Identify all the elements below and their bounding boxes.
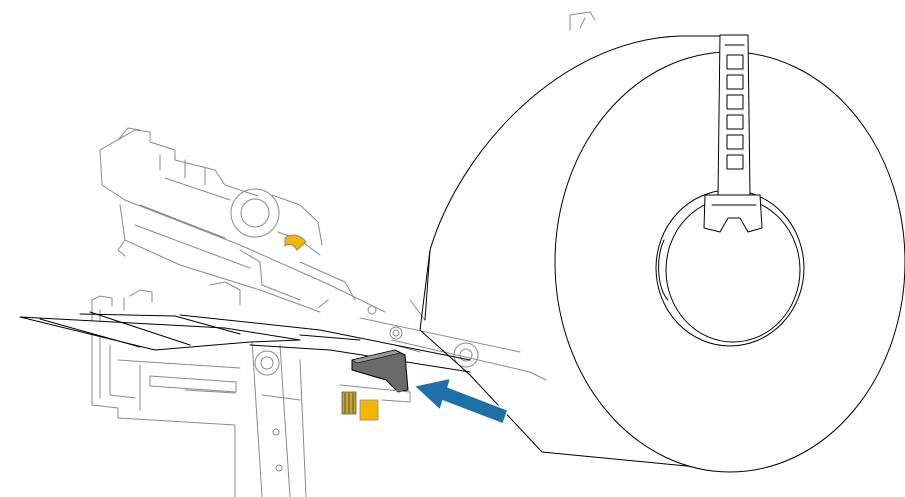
head-release-latch (284, 234, 307, 251)
media-roll (419, 11, 905, 473)
printer-frame (91, 289, 307, 497)
roll-holder (703, 34, 763, 233)
insert-direction-arrow (412, 376, 509, 425)
media-sensor (339, 384, 411, 421)
printhead-assembly (99, 127, 403, 340)
media-strip (19, 311, 471, 373)
media-guide (351, 349, 409, 393)
